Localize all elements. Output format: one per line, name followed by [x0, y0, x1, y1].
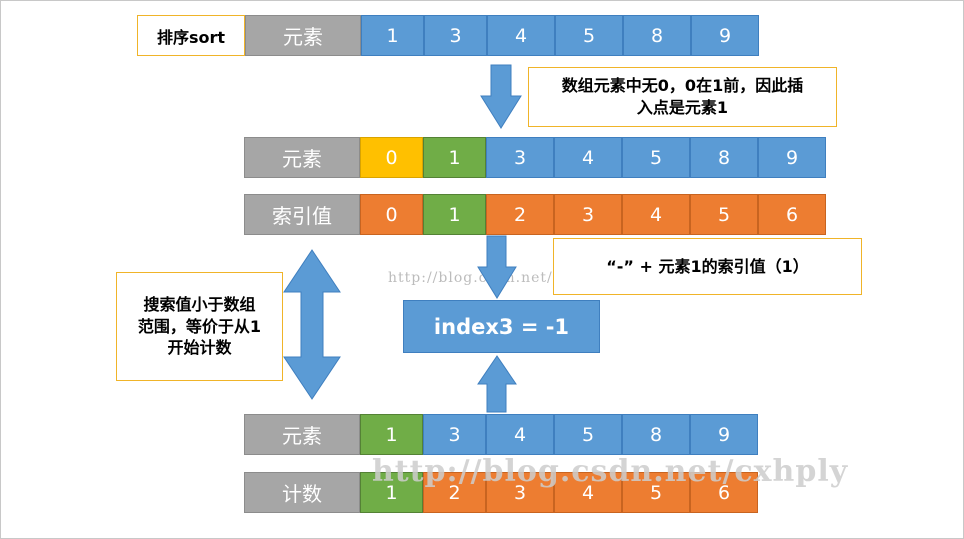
row4-label: 元素 [244, 414, 360, 455]
down-arrow-icon [477, 235, 517, 299]
callout-count-line2: 范围，等价于从1 [137, 316, 262, 336]
row3-cell: 6 [758, 194, 826, 235]
row5-cell: 3 [486, 472, 554, 513]
row-count: 计数 1 2 3 4 5 6 [244, 472, 758, 513]
callout-negative-index: “-” + 元素1的索引值（1） [553, 238, 862, 295]
row-index-values: 索引值 0 1 2 3 4 5 6 [244, 194, 826, 235]
row3-cell: 5 [690, 194, 758, 235]
row2-cell: 5 [622, 137, 690, 178]
up-arrow-icon [477, 355, 517, 413]
row3-cell: 2 [486, 194, 554, 235]
row2-cell: 0 [360, 137, 423, 178]
row2-label: 元素 [244, 137, 360, 178]
row5-cell: 4 [554, 472, 622, 513]
row4-cell: 9 [690, 414, 758, 455]
row4-cell: 1 [360, 414, 423, 455]
row2-cell: 9 [758, 137, 826, 178]
callout-insertion-point: 数组元素中无0，0在1前，因此插 入点是元素1 [528, 67, 837, 127]
callout-count-from-one: 搜索值小于数组 范围，等价于从1 开始计数 [116, 272, 283, 381]
row1-cell: 1 [361, 15, 424, 56]
row1-cell: 9 [691, 15, 759, 56]
row2-cell: 8 [690, 137, 758, 178]
row5-label: 计数 [244, 472, 360, 513]
row4-cell: 8 [622, 414, 690, 455]
row4-cell: 5 [554, 414, 622, 455]
row4-cell: 3 [423, 414, 486, 455]
down-arrow-icon [480, 64, 522, 129]
callout-insertion-line1: 数组元素中无0，0在1前，因此插 [561, 76, 804, 96]
row-elements-bottom: 元素 1 3 4 5 8 9 [244, 414, 758, 455]
result-box: index3 = -1 [403, 300, 600, 353]
callout-count-line3: 开始计数 [167, 338, 232, 358]
row1-cell: 3 [424, 15, 487, 56]
row5-cell: 1 [360, 472, 423, 513]
row5-cell: 6 [690, 472, 758, 513]
row1-cell: 5 [555, 15, 623, 56]
row-sorted-elements: 排序sort 元素 1 3 4 5 8 9 [137, 15, 759, 56]
row1-cell: 8 [623, 15, 691, 56]
double-arrow-icon [283, 249, 341, 400]
row2-cell: 1 [423, 137, 486, 178]
callout-insertion-line2: 入点是元素1 [636, 98, 729, 117]
row2-cell: 3 [486, 137, 554, 178]
row5-cell: 5 [622, 472, 690, 513]
row2-cell: 4 [554, 137, 622, 178]
row1-label: 元素 [245, 15, 361, 56]
row3-cell: 4 [622, 194, 690, 235]
row5-cell: 2 [423, 472, 486, 513]
callout-count-line1: 搜索值小于数组 [143, 295, 256, 315]
row4-cell: 4 [486, 414, 554, 455]
row3-label: 索引值 [244, 194, 360, 235]
row3-cell: 3 [554, 194, 622, 235]
row3-cell: 0 [360, 194, 423, 235]
row-elements-with-insert: 元素 0 1 3 4 5 8 9 [244, 137, 826, 178]
sort-label: 排序sort [137, 15, 245, 56]
watermark-big: http://blog.csdn.net/cxhply [372, 454, 849, 489]
row1-cell: 4 [487, 15, 555, 56]
row3-cell: 1 [423, 194, 486, 235]
